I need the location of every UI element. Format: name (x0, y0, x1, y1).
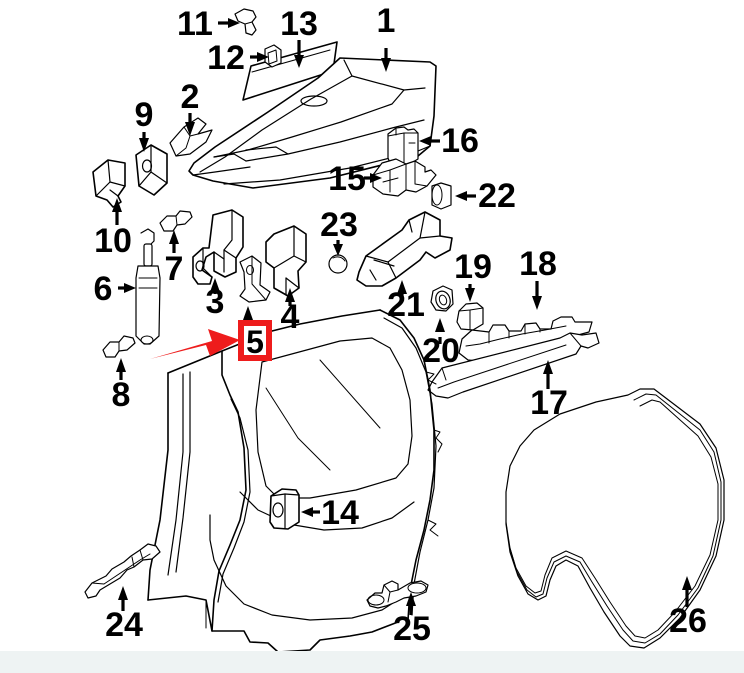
part-1-liftgate-outer-panel (188, 57, 437, 189)
part-16-switch-module (387, 126, 419, 166)
callout-label-5: 5 (246, 324, 264, 360)
part-5-hook-bracket (239, 255, 271, 303)
part-14-bumper-stop (269, 488, 300, 530)
highlight-arrow-callout-5 (150, 329, 240, 359)
callout-label-16: 16 (441, 122, 479, 160)
part-24-washer-nozzle-arm (84, 543, 161, 599)
part-8-ball-stud-lower (102, 335, 136, 358)
callout-label-19: 19 (454, 248, 492, 286)
part-12-retainer-clip (264, 44, 282, 68)
callout-label-2: 2 (181, 78, 200, 116)
callout-label-9: 9 (135, 96, 154, 134)
part-11-screw-grommet (234, 8, 257, 36)
callout-label-23: 23 (320, 206, 358, 244)
part-4-stop-buffer-block (265, 225, 307, 297)
callout-label-13: 13 (280, 5, 318, 43)
callout-label-21: 21 (387, 286, 425, 324)
part-26-weatherstrip-seal (505, 388, 725, 649)
callout-label-3: 3 (206, 283, 225, 321)
callout-label-18: 18 (519, 245, 557, 283)
part-13-upper-spoiler-trim (242, 41, 338, 101)
callout-label-1: 1 (377, 2, 396, 40)
part-3-hinge-bracket (192, 209, 244, 285)
callout-label-10: 10 (94, 222, 132, 260)
part-22-rubber-bumper (431, 182, 452, 210)
part-6-gas-lift-strut (135, 228, 161, 345)
callout-label-7: 7 (165, 250, 184, 288)
callout-arrows (112, 18, 692, 615)
callout-labels: 1 2 3 4 5 6 7 8 9 10 11 12 13 14 15 16 1… (94, 2, 707, 648)
part-25-hose-clamp-bracket (366, 580, 429, 609)
callout-label-17: 17 (530, 384, 568, 422)
callout-label-24: 24 (105, 606, 143, 644)
callout-label-14: 14 (321, 494, 359, 532)
part-17-lower-garnish-molding (427, 332, 600, 399)
callout-label-22: 22 (478, 177, 516, 215)
part-7-ball-stud (159, 210, 193, 232)
part-9-hinge-plate (135, 144, 168, 196)
part-15-lock-actuator (372, 158, 437, 197)
part-19-striker-cover (456, 302, 484, 331)
callout-label-8: 8 (112, 376, 131, 414)
callout-label-20: 20 (422, 332, 460, 370)
vehicle-rear-body-outline (147, 309, 443, 653)
callout-label-12: 12 (207, 39, 245, 77)
callout-label-25: 25 (393, 610, 431, 648)
part-20-grommet-bushing (430, 285, 454, 312)
callout-label-15: 15 (328, 160, 366, 198)
part-21-latch-assembly (356, 211, 453, 287)
callout-label-4: 4 (281, 298, 300, 336)
callout-label-11: 11 (177, 5, 213, 43)
footer-band (0, 651, 744, 673)
part-23-ball-plug (328, 254, 348, 274)
part-10-corner-trim-cap (92, 159, 126, 208)
callout-label-26: 26 (669, 602, 707, 640)
highlight-box-callout-5 (238, 320, 272, 361)
callout-label-6: 6 (94, 270, 113, 308)
